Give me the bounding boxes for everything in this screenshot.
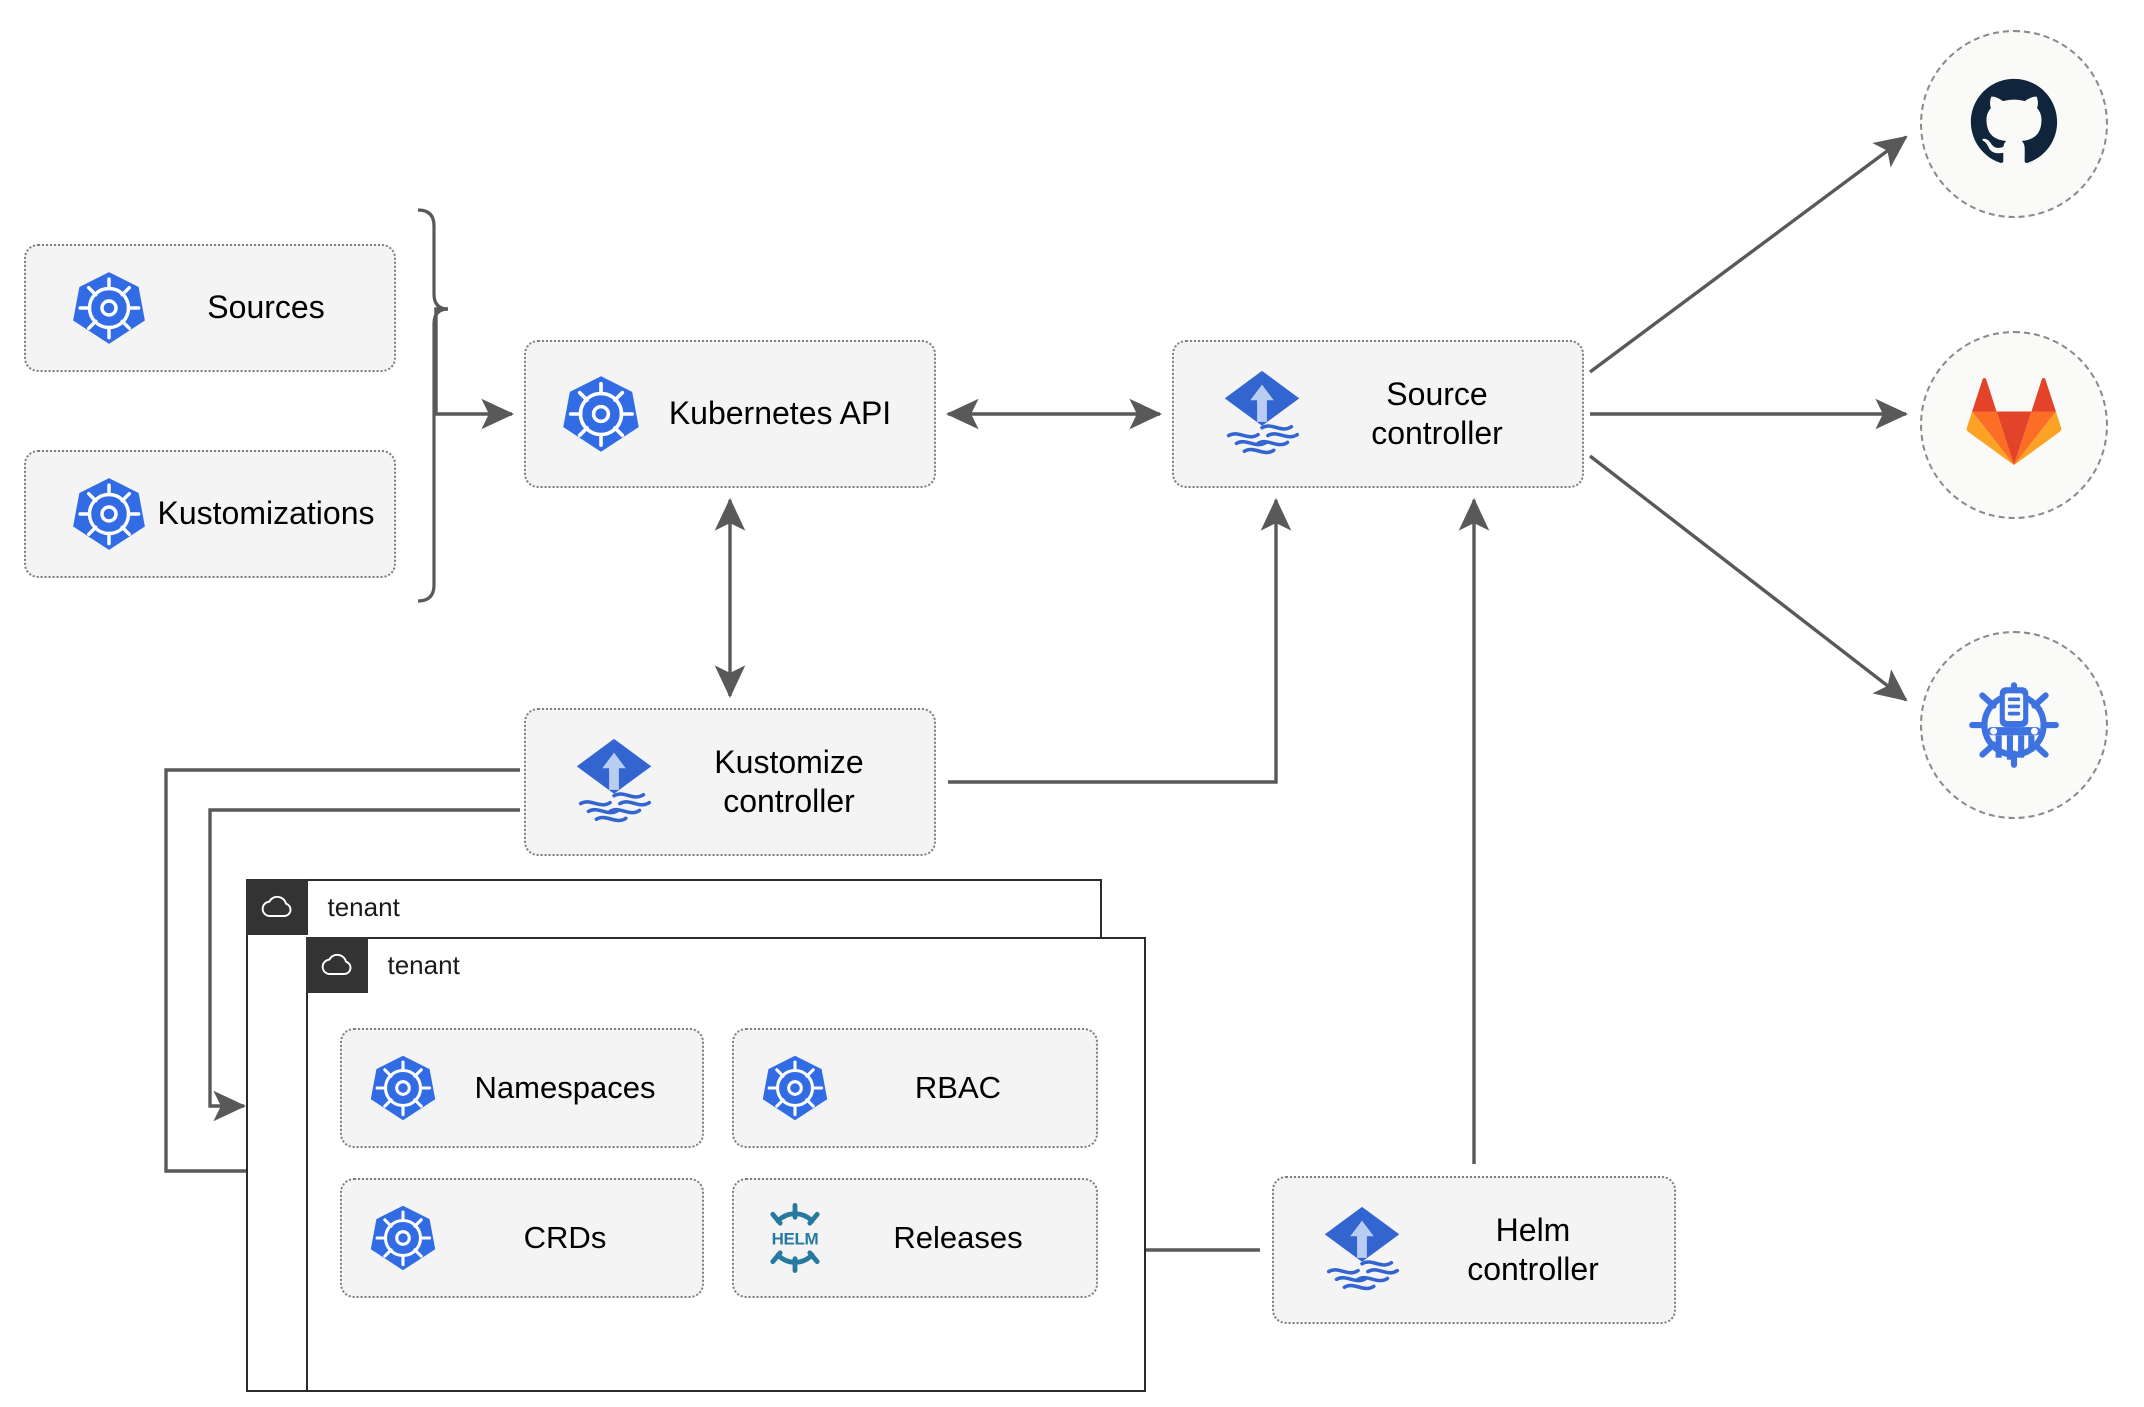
kubernetes-icon <box>558 373 644 455</box>
chip-label: Namespaces <box>474 1070 656 1105</box>
node-label: Helm controller <box>1467 1211 1599 1287</box>
node-kustomizations[interactable]: Kustomizations <box>24 450 396 578</box>
node-kubernetes-api[interactable]: Kubernetes API <box>524 340 936 488</box>
tenant-header: tenant <box>305 936 460 993</box>
chip-rbac[interactable]: RBAC <box>732 1028 1098 1148</box>
edge-group-brace <box>417 208 449 603</box>
chip-namespaces[interactable]: Namespaces <box>340 1028 704 1148</box>
node-helm-controller[interactable]: Helm controller <box>1272 1176 1676 1324</box>
node-sources[interactable]: Sources <box>24 244 396 372</box>
node-source-controller[interactable]: Source controller <box>1172 340 1584 488</box>
helm-repository-icon <box>1963 672 2065 779</box>
edge-source-to-helm-repository <box>1588 454 1908 702</box>
chip-crds[interactable]: CRDs <box>340 1178 704 1298</box>
cloud-icon <box>305 936 368 993</box>
chip-label: Releases <box>893 1220 1023 1255</box>
kubernetes-icon <box>756 1053 834 1123</box>
node-label: Sources <box>207 289 325 326</box>
node-label: Kustomize controller <box>714 743 864 819</box>
cloud-icon <box>245 878 308 935</box>
kubernetes-icon <box>66 269 152 347</box>
flux-icon <box>1210 365 1314 463</box>
kubernetes-icon <box>364 1053 442 1123</box>
helm-icon: HELM <box>756 1201 834 1275</box>
provider-gitlab[interactable] <box>1920 331 2108 519</box>
node-kustomize-controller[interactable]: Kustomize controller <box>524 708 936 856</box>
chip-releases[interactable]: HELM Releases <box>732 1178 1098 1298</box>
flux-icon <box>562 733 666 831</box>
kubernetes-icon <box>66 475 152 553</box>
node-label: Source controller <box>1371 375 1503 451</box>
edge-kustomize-to-source <box>948 497 1292 784</box>
edge-resources-to-api <box>434 307 515 430</box>
tenant-label: tenant <box>387 949 460 980</box>
svg-text:HELM: HELM <box>772 1230 819 1249</box>
gitlab-icon <box>1966 377 2062 474</box>
node-label: Kustomizations <box>157 495 375 532</box>
tenant-container-front[interactable]: tenant <box>305 936 1146 1392</box>
chip-label: RBAC <box>914 1070 1002 1105</box>
flux-icon <box>1310 1201 1414 1299</box>
provider-github[interactable] <box>1920 30 2108 218</box>
tenant-header: tenant <box>245 878 400 935</box>
kubernetes-icon <box>364 1203 442 1273</box>
edge-source-to-github <box>1588 135 1908 374</box>
provider-helm-repository[interactable] <box>1920 631 2108 819</box>
chip-label: CRDs <box>523 1220 607 1255</box>
github-icon <box>1965 73 2063 176</box>
node-label: Kubernetes API <box>668 395 892 432</box>
tenant-label: tenant <box>327 891 400 922</box>
